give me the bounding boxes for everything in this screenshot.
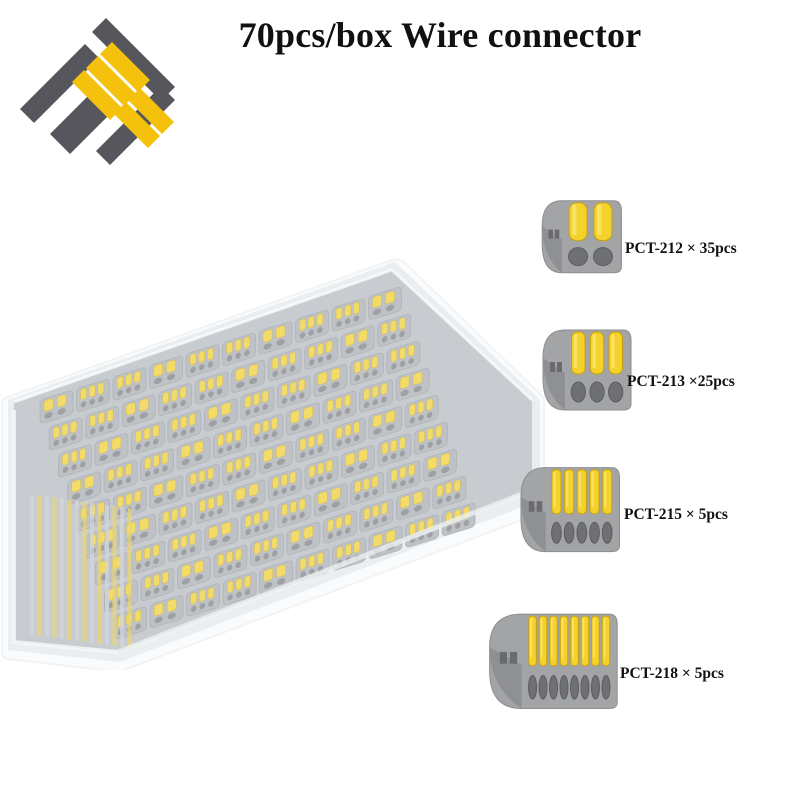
storage-box-icon bbox=[1, 258, 546, 673]
connector-pct-215-icon bbox=[520, 467, 621, 553]
variant-label-pct-215: PCT-215 × 5pcs bbox=[624, 506, 728, 523]
connector-pct-213-icon bbox=[542, 329, 632, 411]
variant-pct-213: PCT-213 ×25pcs bbox=[535, 318, 800, 418]
page-title: 70pcs/box Wire connector bbox=[238, 15, 642, 55]
variant-label-pct-212: PCT-212 × 35pcs bbox=[625, 240, 737, 257]
connector-pct-212-icon bbox=[541, 200, 622, 274]
brand-logo-icon bbox=[10, 14, 180, 174]
connector-pct-218-icon bbox=[489, 613, 618, 710]
variant-pct-212: PCT-212 × 35pcs bbox=[535, 190, 800, 290]
variant-label-pct-213: PCT-213 ×25pcs bbox=[627, 373, 735, 390]
variant-label-pct-218: PCT-218 × 5pcs bbox=[620, 665, 724, 682]
variant-pct-218: PCT-218 × 5pcs bbox=[478, 600, 800, 720]
storage-box bbox=[0, 250, 546, 673]
variant-pct-215: PCT-215 × 5pcs bbox=[512, 455, 800, 565]
